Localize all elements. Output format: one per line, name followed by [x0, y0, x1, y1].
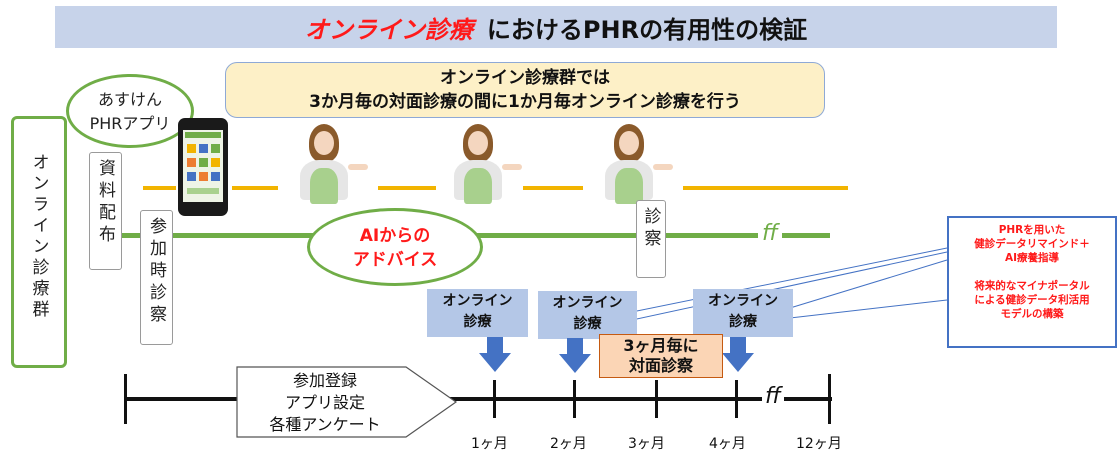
banner-line-2: 3か月毎の対面診療の間に1か月毎オンライン診療を行う — [309, 92, 741, 112]
exam-box: 診察 — [636, 200, 666, 278]
doctor-figure-3 — [601, 124, 677, 206]
online-visit-box-2: オンライン 診療 — [538, 291, 637, 339]
online-visit-box-1: オンライン 診療 — [427, 289, 528, 337]
banner-line-1: オンライン診療群では — [440, 68, 610, 88]
doctor-figure-2 — [450, 124, 526, 206]
ai-bubble-line-2: アドバイス — [352, 250, 438, 270]
timeline-break-mark: ff — [762, 383, 784, 411]
orange-line-seg-1 — [143, 186, 176, 190]
enroll-visit-label: 参加時診察 — [146, 217, 166, 327]
orange-line-seg-2 — [232, 186, 278, 190]
timeline-tick-3 — [655, 380, 658, 418]
timeline-tick-4 — [735, 380, 738, 418]
down-arrow-1 — [479, 337, 511, 372]
app-grid-icon — [185, 132, 221, 194]
title-text: におけるPHRの有用性の検証 — [486, 15, 808, 44]
connector-lines — [631, 247, 948, 321]
month-label-12: 12ヶ月 — [796, 436, 842, 452]
ai-advice-bubble: AIからの アドバイス — [307, 208, 483, 286]
title-highlight: オンライン診療 — [304, 15, 473, 44]
app-bubble-line-1: あすけん — [97, 90, 162, 109]
timeline-tick-1 — [493, 380, 496, 418]
handout-label: 資料配布 — [95, 159, 115, 247]
timeline-tick-start — [124, 374, 127, 424]
app-bubble: あすけん PHRアプリ — [66, 74, 194, 148]
exam-label: 診察 — [640, 207, 661, 251]
group-label: オンライン診療群 — [28, 153, 49, 321]
month-label-2: 2ヶ月 — [550, 436, 587, 452]
doctor-figure-1 — [296, 124, 372, 206]
app-bubble-line-2: PHRアプリ — [89, 114, 171, 133]
phr-note-box: PHRを用いた 健診データリマインド＋ AI療養指導 将来的なマイナポータル に… — [947, 216, 1117, 348]
timeline-tick-2 — [573, 380, 576, 418]
enrollment-pentagon — [236, 366, 458, 438]
orange-line-seg-5 — [683, 186, 848, 190]
handout-box: 資料配布 — [89, 152, 122, 270]
phone-screen — [183, 130, 223, 202]
pentagon-text: 参加登録 アプリ設定 各種アンケート — [269, 371, 381, 434]
online-visit-box-3: オンライン 診療 — [693, 289, 793, 337]
orange-line-seg-4 — [523, 186, 583, 190]
enroll-visit-box: 参加時診察 — [140, 210, 173, 345]
timeline-tick-12 — [828, 374, 831, 424]
ai-bubble-line-1: AIからの — [359, 226, 431, 246]
timeline-axis — [124, 397, 832, 401]
face-to-face-box: 3ヶ月毎に 対面診察 — [599, 334, 723, 378]
month-label-3: 3ヶ月 — [628, 436, 665, 452]
group-label-box: オンライン診療群 — [11, 116, 67, 368]
down-arrow-3 — [722, 337, 754, 372]
title-bar: オンライン診療 におけるPHRの有用性の検証 — [55, 6, 1057, 48]
green-break-mark: ff — [758, 220, 782, 248]
month-label-1: 1ヶ月 — [471, 436, 508, 452]
orange-line-seg-3 — [378, 186, 436, 190]
down-arrow-2 — [559, 338, 591, 373]
month-label-4: 4ヶ月 — [709, 436, 746, 452]
info-banner: オンライン診療群では 3か月毎の対面診療の間に1か月毎オンライン診療を行う — [225, 62, 825, 118]
